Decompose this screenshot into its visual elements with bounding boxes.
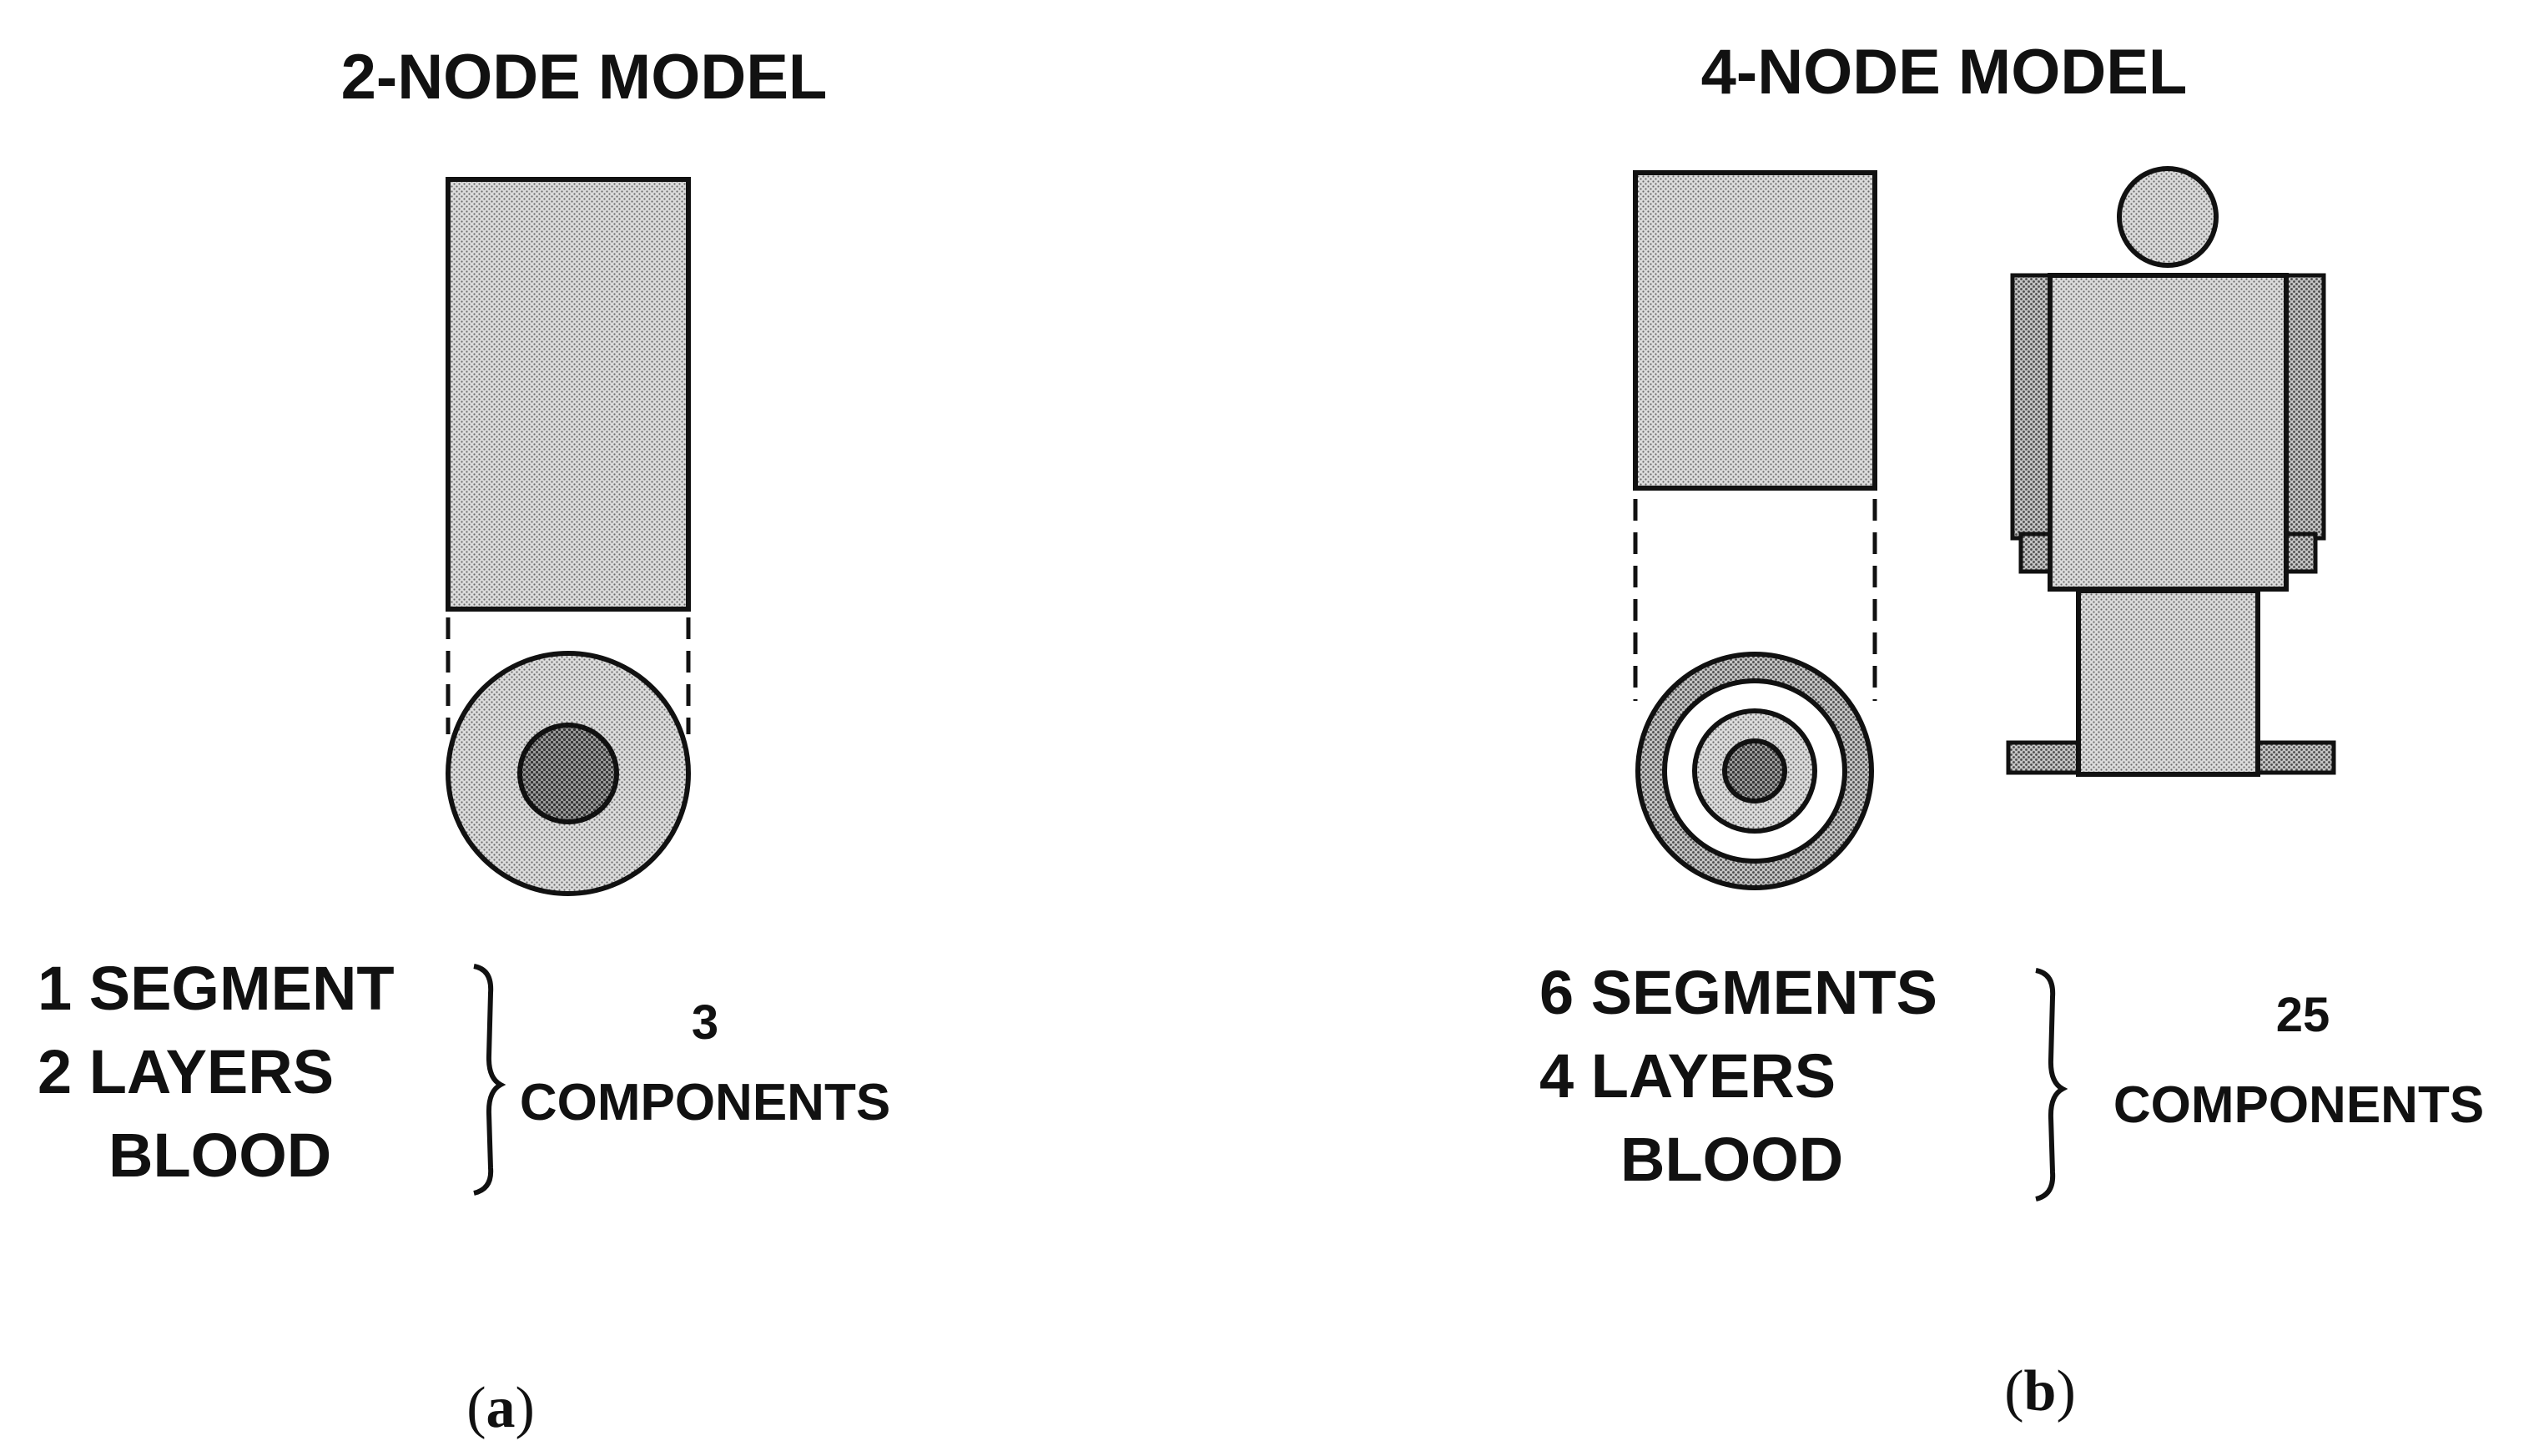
panel-a-caption-open: ( [466, 1376, 486, 1440]
body-right-arm-segment [2284, 273, 2326, 541]
panel-b-component-count: 25 [2276, 988, 2330, 1042]
body-right-hand-segment [2284, 532, 2318, 574]
panel-b-summary-line-1: 6 SEGMENTS [1539, 958, 1937, 1027]
panel-a-caption-letter: a [486, 1376, 516, 1440]
body-left-arm-segment [2010, 273, 2053, 541]
panel-a-summary-line-3: BLOOD [108, 1121, 331, 1190]
panel-a-component-count: 3 [692, 995, 718, 1050]
body-trunk-segment [2048, 273, 2289, 592]
panel-b-title: 4-NODE MODEL [1701, 37, 2188, 108]
body-legs-segment [2076, 588, 2260, 777]
panel-a: 2-NODE MODEL 1 SEGMENT 2 LAYERS BLOOD 3 … [38, 42, 890, 1440]
body-head-segment [2117, 166, 2219, 268]
panel-a-cylinder-side-view [446, 177, 691, 612]
panel-b-core-layer [1722, 738, 1787, 804]
panel-b-body-figure [2006, 166, 2336, 777]
panel-a-summary-line-2: 2 LAYERS [38, 1037, 334, 1106]
panel-a-caption-close: ) [516, 1376, 535, 1440]
panel-b: 4-NODE MODEL 6 SEGMENTS 4 [1539, 37, 2484, 1423]
panel-b-segment-side-view [1633, 170, 1877, 491]
panel-b-summary-line-2: 4 LAYERS [1539, 1041, 1836, 1111]
panel-b-caption-close: ) [2056, 1359, 2075, 1423]
panel-b-caption: (b) [2004, 1359, 2076, 1423]
panel-a-summary-line-1: 1 SEGMENT [38, 954, 395, 1023]
panel-a-brace [473, 964, 506, 1196]
panel-a-core-layer [517, 723, 619, 824]
panel-b-caption-letter: b [2024, 1359, 2057, 1423]
body-left-hand-segment [2018, 532, 2053, 574]
panel-b-component-label: COMPONENTS [2113, 1076, 2484, 1134]
panel-a-caption: (a) [466, 1376, 535, 1440]
panel-a-component-label: COMPONENTS [520, 1074, 890, 1131]
panel-a-title: 2-NODE MODEL [341, 42, 828, 113]
panel-b-brace [2035, 968, 2068, 1202]
panel-b-caption-open: ( [2004, 1359, 2023, 1423]
panel-b-summary-line-3: BLOOD [1620, 1125, 1843, 1194]
